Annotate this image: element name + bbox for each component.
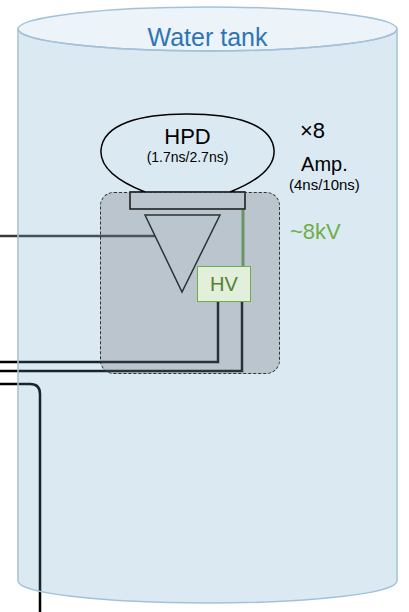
multiplicity-label: ×8: [300, 118, 325, 143]
amp-timing: (4ns/10ns): [289, 176, 360, 193]
hv-box: HV: [197, 266, 251, 302]
amp-name: Amp.: [301, 153, 348, 176]
tank-title: Water tank: [148, 23, 268, 52]
amp-module: Amp.(4ns/10ns)HV: [100, 192, 280, 374]
hpd-name: HPD: [164, 124, 210, 149]
water-tank: Water tankHPD(1.7ns/2.7ns) Amp.(4ns/10ns)…: [17, 5, 398, 605]
tank-top: [18, 7, 397, 51]
voltage-label: ~8kV: [290, 219, 341, 244]
hpd-text-holder: HPD(1.7ns/2.7ns): [100, 124, 275, 165]
hpd-timing: (1.7ns/2.7ns): [147, 149, 229, 165]
amp-heading: Amp.(4ns/10ns): [289, 153, 360, 193]
title-holder: Water tank: [17, 23, 398, 52]
hv-text: HV: [210, 273, 238, 296]
tank-body: [18, 29, 397, 603]
